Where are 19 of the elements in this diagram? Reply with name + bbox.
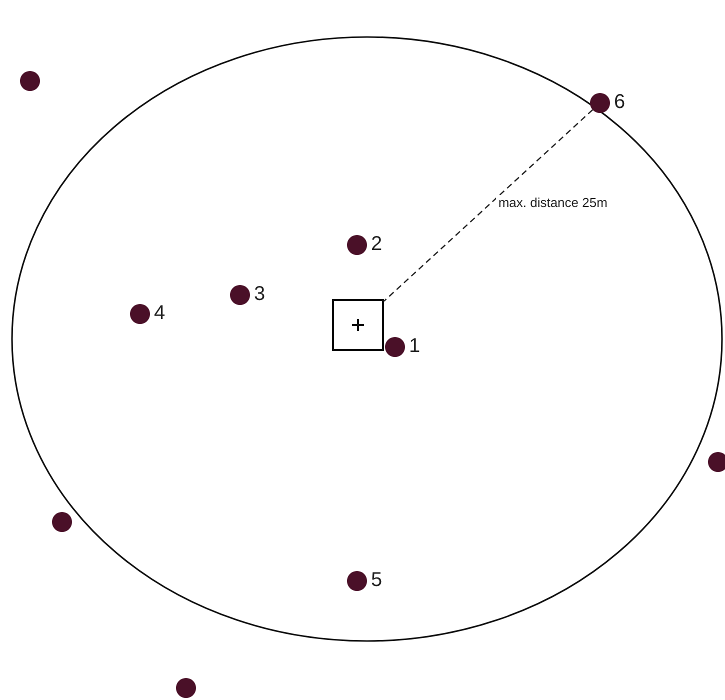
point-dot (347, 571, 367, 591)
point-number: 6 (614, 92, 626, 112)
point-dot (590, 93, 610, 113)
point-dot (20, 71, 40, 91)
point-dot (347, 235, 367, 255)
edge-label: max. distance 25m (496, 195, 610, 210)
point-number: 2 (371, 234, 382, 254)
point-dot (52, 512, 72, 532)
point-dot (130, 304, 150, 324)
point-dot (708, 452, 725, 472)
point-number: 5 (371, 570, 382, 590)
point-dot (230, 285, 250, 305)
point-dot (176, 678, 196, 698)
point-number: 1 (409, 336, 420, 356)
point-number: 4 (154, 303, 166, 323)
point-number: 3 (254, 284, 266, 304)
dashed-line (384, 109, 594, 302)
point-dot (385, 337, 405, 357)
square-marker (332, 299, 384, 351)
